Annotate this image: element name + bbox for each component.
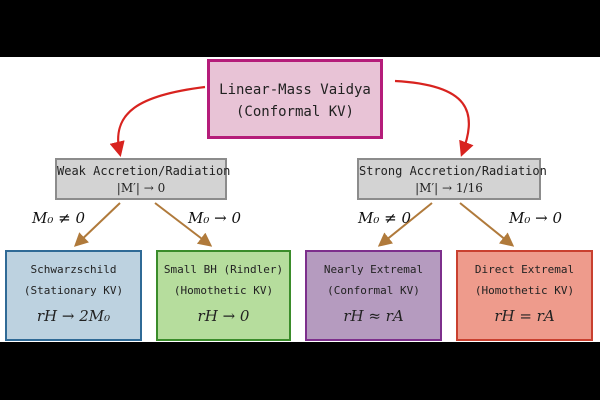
- diagram-canvas: Linear-Mass Vaidya (Conformal KV) Weak A…: [0, 57, 600, 342]
- arrow-strong-to-direct-extremal: [459, 202, 515, 247]
- schwarzschild-relation: rH → 2M₀: [36, 307, 111, 325]
- weak-condition-limit: → 0: [139, 181, 166, 195]
- root-title: Linear-Mass Vaidya: [219, 82, 371, 98]
- weak-condition: |M′| → 0: [57, 180, 225, 197]
- leaf-nearly-extremal: Nearly Extremal (Conformal KV) rH ≈ rA: [305, 250, 442, 341]
- strong-title: Strong Accretion/Radiation: [359, 164, 547, 178]
- leaf-direct-extremal: Direct Extremal (Homothetic KV) rH = rA: [456, 250, 593, 341]
- small-bh-kv: (Homothetic KV): [173, 284, 274, 297]
- schwarzschild-kv: (Stationary KV): [23, 284, 124, 297]
- arrow-weak-to-small-bh: [154, 202, 213, 247]
- edge-label-weak-m0-neq-0: M₀ ≠ 0: [32, 209, 86, 227]
- edges-layer: [73, 79, 515, 247]
- strong-condition: |M′| → 1/16: [359, 180, 539, 197]
- arrow-root-to-weak: [109, 85, 206, 157]
- strong-condition-variable: |M′|: [415, 181, 439, 195]
- direct-extremal-name: Direct Extremal: [474, 263, 575, 276]
- edge-label-strong-m0-to-0: M₀ → 0: [509, 209, 563, 227]
- root-subtitle: (Conformal KV): [235, 104, 354, 120]
- arrow-weak-to-schwarzschild: [73, 202, 121, 247]
- edge-label-weak-m0-to-0: M₀ → 0: [188, 209, 242, 227]
- weak-condition-variable: |M′|: [116, 181, 140, 195]
- schwarzschild-name: Schwarzschild: [30, 263, 117, 276]
- direct-extremal-kv: (Homothetic KV): [474, 284, 575, 297]
- weak-title: Weak Accretion/Radiation: [57, 164, 231, 178]
- strong-condition-limit: → 1/16: [438, 181, 483, 195]
- direct-extremal-relation: rH = rA: [494, 307, 555, 325]
- nearly-extremal-relation: rH ≈ rA: [343, 307, 404, 325]
- node-weak-accretion: Weak Accretion/Radiation |M′| → 0: [55, 158, 231, 200]
- arrow-strong-to-nearly-extremal: [377, 202, 433, 247]
- arrow-root-to-strong: [394, 79, 474, 157]
- root-node-linear-mass-vaidya: Linear-Mass Vaidya (Conformal KV): [207, 59, 383, 139]
- edge-label-strong-m0-neq-0: M₀ ≠ 0: [358, 209, 412, 227]
- node-strong-accretion: Strong Accretion/Radiation |M′| → 1/16: [357, 158, 547, 200]
- nearly-extremal-kv: (Conformal KV): [327, 284, 420, 297]
- nearly-extremal-name: Nearly Extremal: [323, 263, 424, 276]
- leaf-schwarzschild: Schwarzschild (Stationary KV) rH → 2M₀: [5, 250, 142, 341]
- leaf-small-bh: Small BH (Rindler) (Homothetic KV) rH → …: [156, 250, 291, 341]
- small-bh-name: Small BH (Rindler): [163, 263, 284, 276]
- small-bh-relation: rH → 0: [197, 307, 250, 325]
